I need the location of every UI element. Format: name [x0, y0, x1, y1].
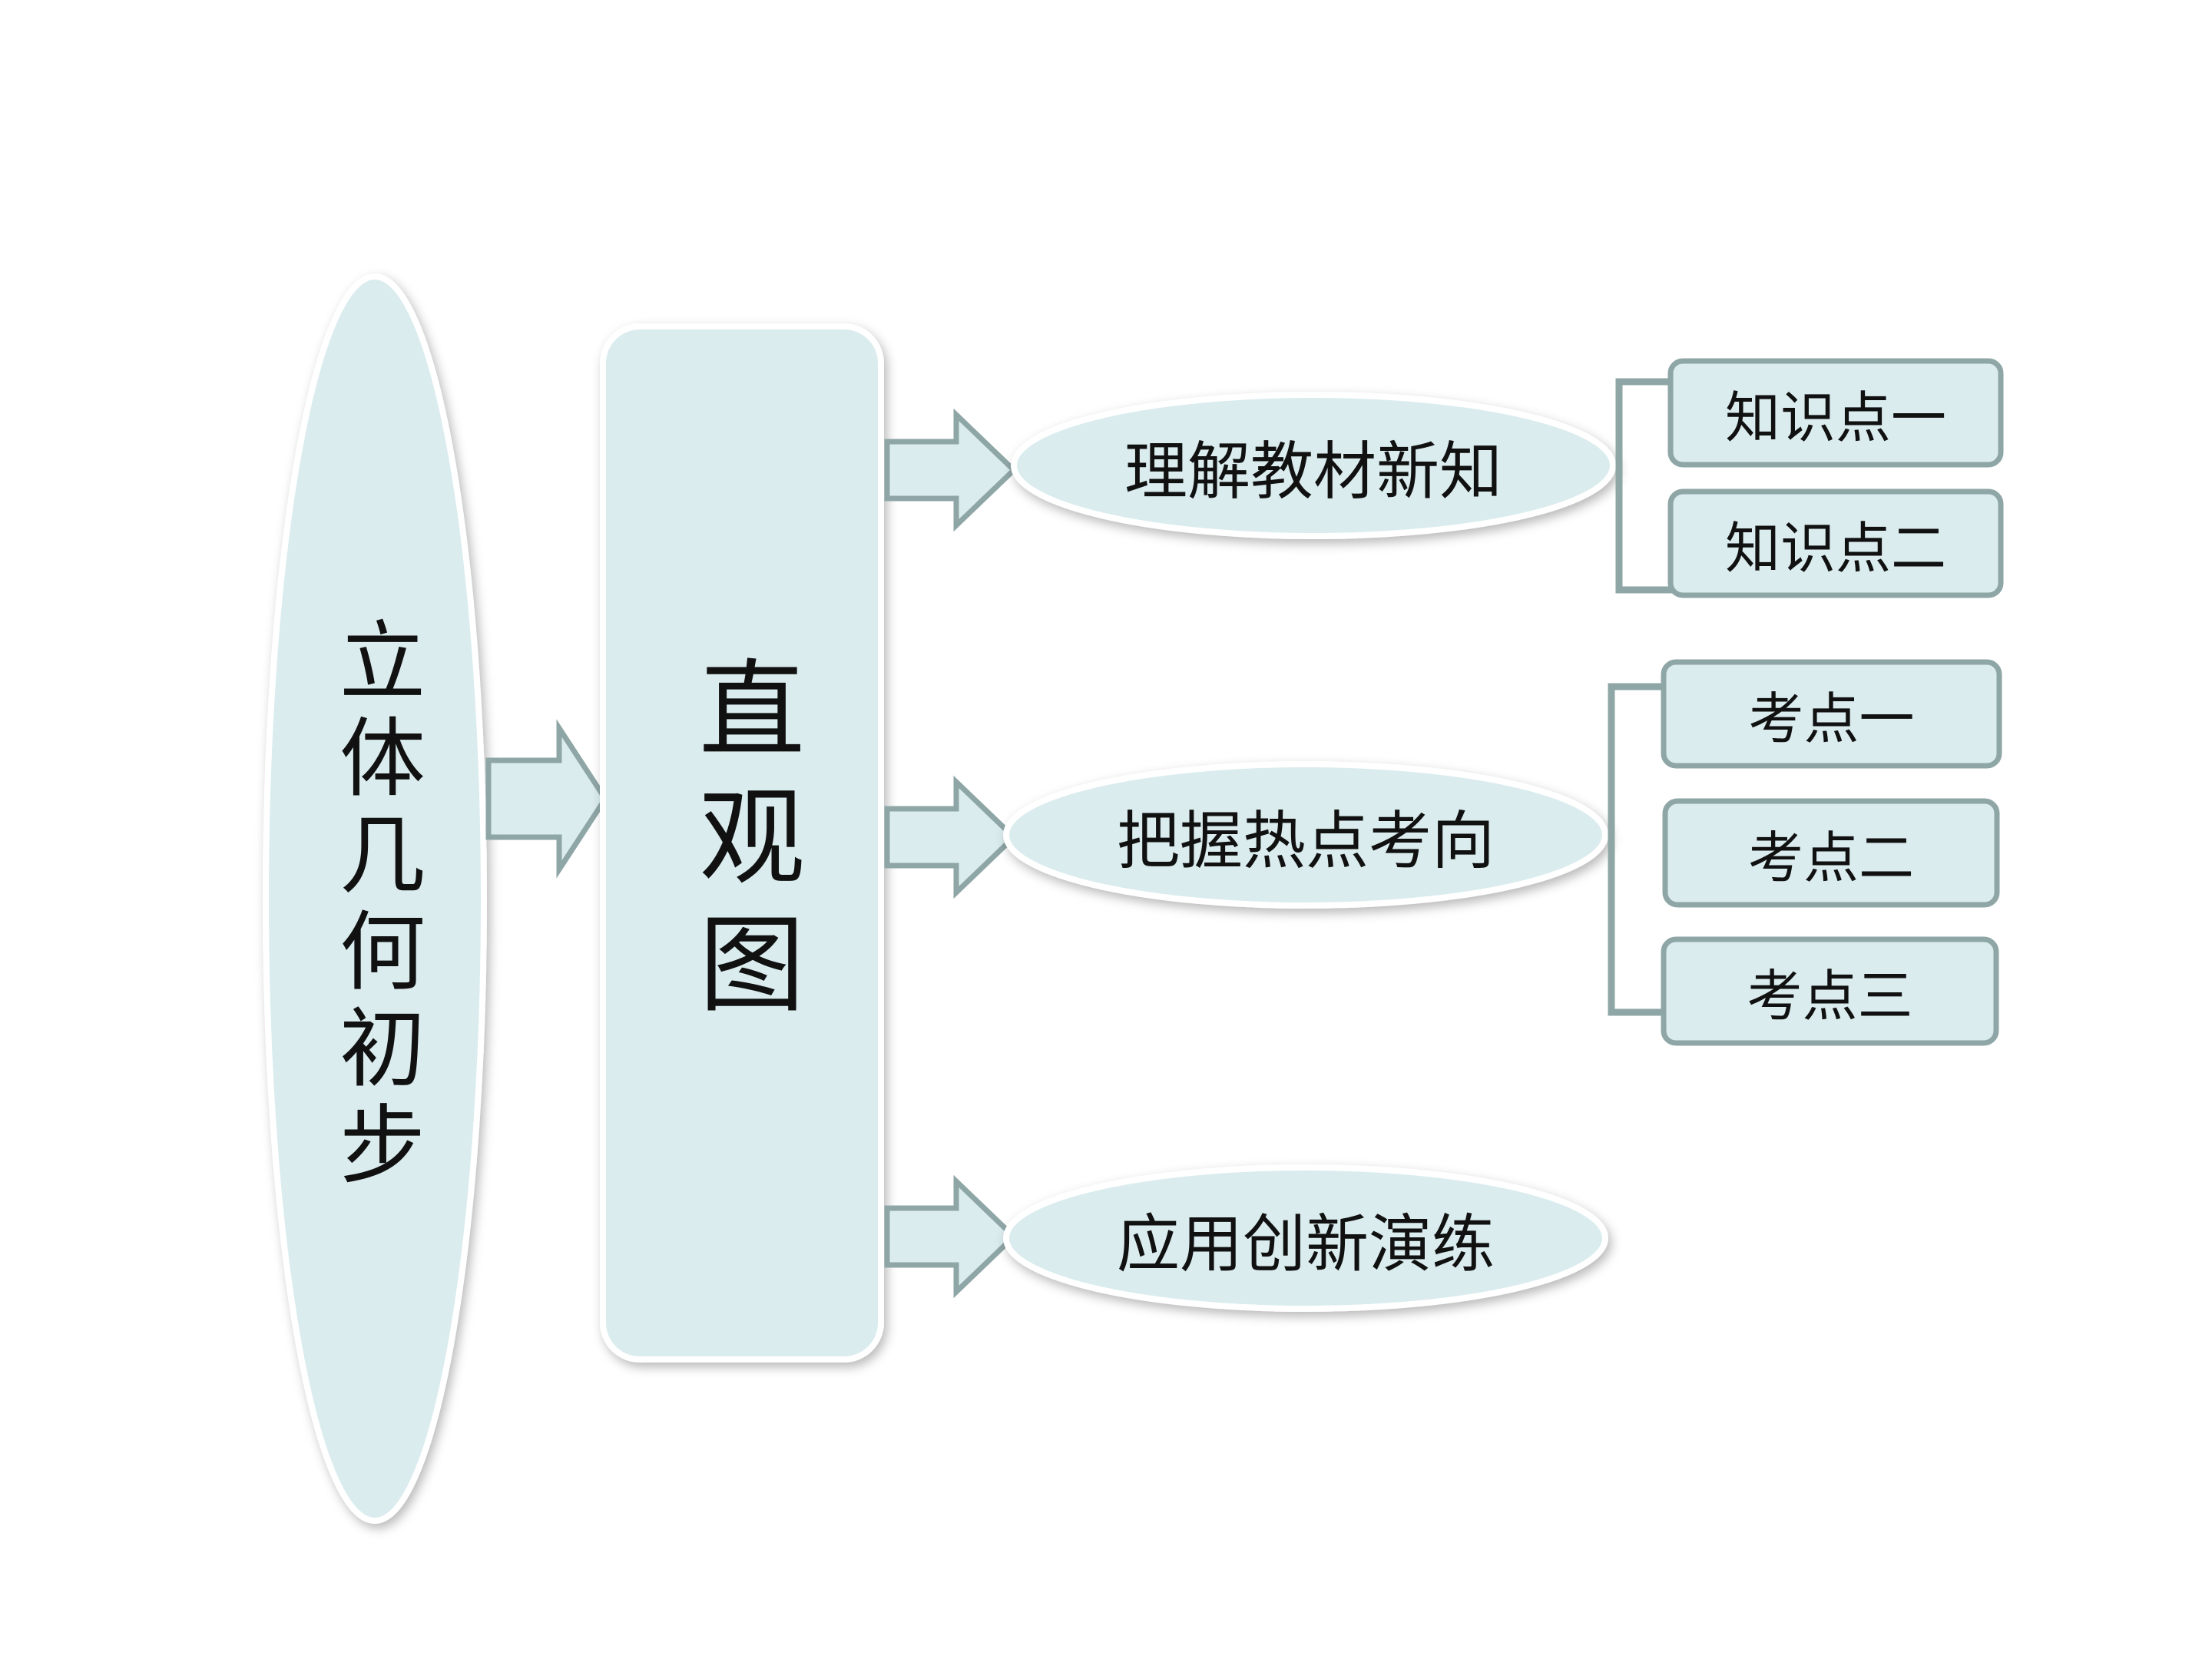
- child-box-exam-point-2: [1662, 798, 2000, 908]
- bracket-section-2: [1608, 683, 1665, 1016]
- root-ellipse: [263, 273, 487, 1524]
- section-label-1: 理解教材新知: [1124, 435, 1502, 508]
- arrow-hub-to-section-2: [884, 775, 1018, 899]
- hub-label: 直观图: [680, 654, 804, 1036]
- bracket-section-1: [1615, 378, 1674, 594]
- child-box-knowledge-1: [1667, 358, 2004, 468]
- section-label-2: 把握热点考向: [1116, 804, 1495, 878]
- child-label-exam-point-3: 考点三: [1747, 964, 1913, 1028]
- arrow-root-to-hub: [485, 719, 609, 879]
- section-label-3: 应用创新演练: [1116, 1207, 1495, 1281]
- arrow-hub-to-section-3: [884, 1174, 1018, 1299]
- child-label-knowledge-1: 知识点一: [1724, 386, 1946, 450]
- child-label-exam-point-1: 考点一: [1748, 687, 1915, 751]
- child-label-exam-point-2: 考点二: [1747, 826, 1914, 890]
- child-box-exam-point-1: [1661, 659, 2002, 769]
- child-label-knowledge-2: 知识点二: [1724, 516, 1946, 581]
- child-box-exam-point-3: [1661, 936, 1999, 1046]
- hub-box: [600, 323, 884, 1363]
- section-ellipse-1: [1011, 392, 1616, 539]
- child-box-knowledge-2: [1667, 488, 2004, 598]
- section-ellipse-2: [1003, 761, 1608, 909]
- section-ellipse-3: [1003, 1164, 1608, 1312]
- root-label: 立体几何初步: [325, 616, 425, 1197]
- arrow-hub-to-section-1: [884, 408, 1018, 532]
